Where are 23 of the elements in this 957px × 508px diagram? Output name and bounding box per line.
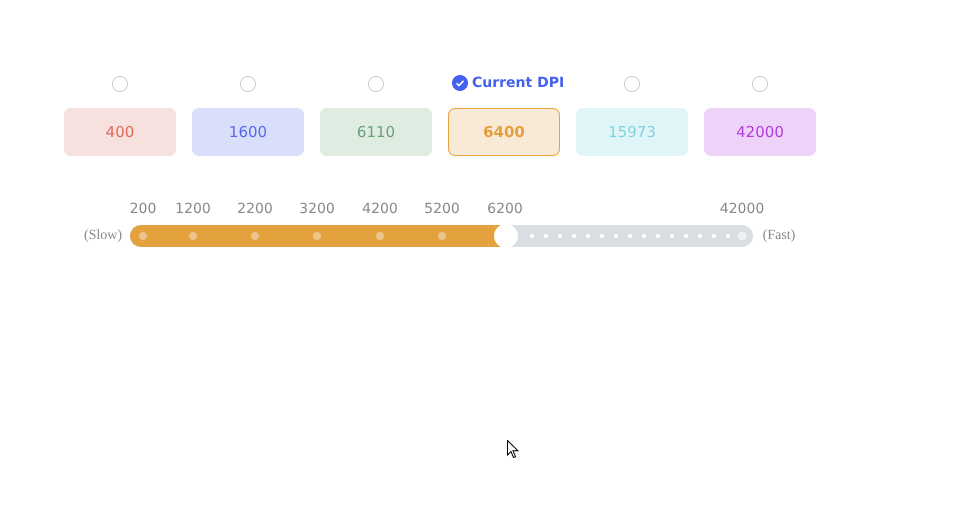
min-speed-label: (Slow) [84,228,122,244]
tick-label: 4200 [362,201,398,217]
dpi-value: 400 [106,123,134,141]
dpi-value: 42000 [736,123,784,141]
tick-label: 2200 [237,201,273,217]
tick-label: 200 [130,201,156,217]
dpi-option-card [576,108,688,156]
dpi-value: 6110 [356,123,396,141]
tick-label: 42000 [720,201,764,217]
current-dpi-label: Current DPI [472,75,564,91]
tick-label: 1200 [175,201,211,217]
dpi-option-card [320,108,432,156]
dpi-value: 15973 [608,123,656,141]
dpi-value: 6400 [483,123,525,141]
tick-label: 6200 [487,201,523,217]
dpi-option-card [192,108,304,156]
dpi-value: 1600 [228,123,268,141]
dpi-option-card [64,108,176,156]
max-speed-label: (Fast) [762,228,796,244]
dpi-option-card [704,108,816,156]
tick-label: 3200 [299,201,335,217]
tick-label: 5200 [424,201,460,217]
dpi-option-card [448,108,560,156]
